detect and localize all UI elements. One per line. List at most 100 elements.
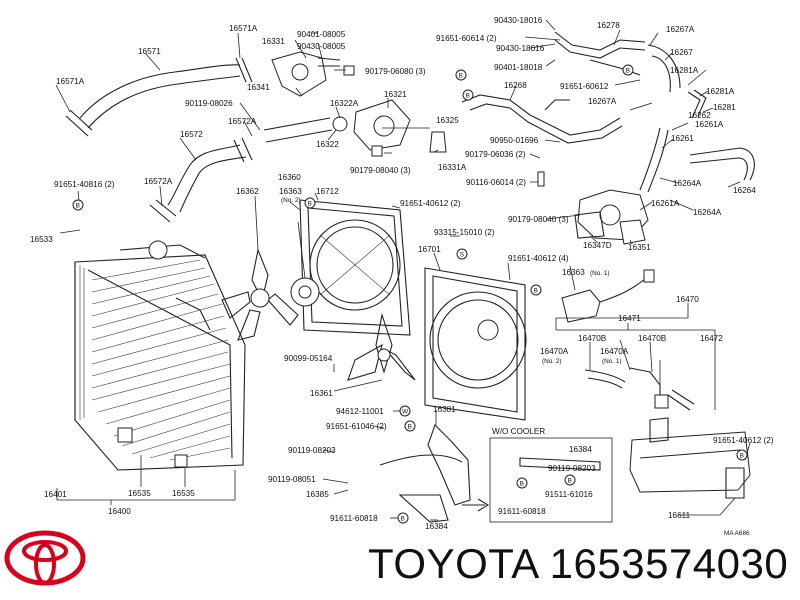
- svg-text:B: B: [466, 93, 470, 100]
- marker-b-16712: B: [304, 197, 316, 209]
- label-90179-08040-b: 90179-08040 (3): [508, 215, 569, 224]
- label-16384-box: 16384: [569, 445, 592, 454]
- label-16281: 16281: [713, 103, 736, 112]
- bolt-90179-08040: [371, 145, 383, 157]
- svg-text:B: B: [520, 481, 524, 488]
- label-16470B-b: 16470B: [638, 334, 667, 343]
- label-90119-08051: 90119-08051: [268, 475, 316, 484]
- label-16351: 16351: [628, 243, 651, 252]
- label-16470A-b-sub: (No. 1): [602, 358, 622, 365]
- water-outlet-16331: [271, 51, 355, 97]
- label-16363-no2: 16363: [279, 187, 302, 196]
- marker-b-16363: B: [530, 284, 542, 296]
- label-91511-61016: 91511-61016: [545, 490, 593, 499]
- label-ma-code: MA A686: [724, 530, 750, 537]
- label-16363-no1: 16363: [562, 268, 585, 277]
- direction-arrow: [462, 498, 490, 512]
- water-pump-16351: [577, 189, 649, 245]
- label-16261: 16261: [671, 134, 694, 143]
- svg-text:B: B: [534, 288, 538, 295]
- label-16281A-a: 16281A: [670, 66, 699, 75]
- radiator-16400: [74, 240, 246, 471]
- label-16571A: 16571A: [229, 24, 258, 33]
- label-16385: 16385: [306, 490, 329, 499]
- label-16347D: 16347D: [583, 241, 612, 250]
- fan-shroud-16712: [299, 199, 411, 336]
- label-91651-40612-b: 91651-40612 (4): [508, 254, 569, 263]
- label-16401: 16401: [44, 490, 67, 499]
- label-90430-18016-a: 90430-18016: [494, 16, 543, 25]
- label-90430-18016-b: 90430-18016: [496, 44, 545, 53]
- label-16321: 16321: [384, 90, 407, 99]
- label-16264A-b: 16264A: [693, 208, 722, 217]
- bracket-16384: [398, 494, 449, 523]
- svg-text:B: B: [459, 73, 463, 80]
- label-16470B-a: 16470B: [578, 334, 607, 343]
- label-16264: 16264: [733, 186, 756, 195]
- hose-16470A-16470B: [584, 367, 695, 411]
- fan-16362: [221, 248, 299, 341]
- label-16470A-a: 16470A: [540, 347, 569, 356]
- label-wo-cooler: W/O COOLER: [492, 427, 545, 436]
- svg-text:B: B: [76, 203, 80, 210]
- label-16470: 16470: [676, 295, 699, 304]
- heater-pipe-16278: [554, 31, 646, 76]
- label-16470A-a-sub: (No. 2): [542, 358, 562, 365]
- label-16325: 16325: [436, 116, 459, 125]
- marker-b-box-2: B: [564, 474, 576, 486]
- hose-16267: [647, 44, 681, 93]
- hose-16571: [65, 57, 253, 137]
- label-16267: 16267: [670, 48, 693, 57]
- water-inlet-16322: [263, 99, 447, 153]
- label-16572A-b: 16572A: [144, 177, 173, 186]
- gasket-16347D: [574, 211, 605, 239]
- svg-text:B: B: [401, 516, 405, 523]
- label-90099-05164: 90099-05164: [284, 354, 333, 363]
- label-16470A-b: 16470A: [600, 347, 629, 356]
- label-16381: 16381: [433, 405, 456, 414]
- label-91651-40816: 91651-40816 (2): [54, 180, 115, 189]
- label-16264A-a: 16264A: [673, 179, 702, 188]
- part-number: 1653574030: [549, 540, 789, 587]
- label-16322A: 16322A: [330, 99, 359, 108]
- label-91651-40612-c: 91651-40612 (2): [713, 436, 774, 445]
- reservoir-tank-16470: [629, 417, 751, 499]
- label-90401-18018: 90401-18018: [494, 63, 543, 72]
- label-16712: 16712: [316, 187, 339, 196]
- label-93315-15010: 93315-15010 (2): [434, 228, 495, 237]
- bracket-16381: [379, 423, 471, 506]
- label-16571A-left: 16571A: [56, 77, 85, 86]
- marker-b-16331: B: [455, 69, 467, 81]
- label-90430-08005: 90430-08005: [297, 42, 346, 51]
- wo-cooler-box: [489, 437, 613, 523]
- svg-text:B: B: [568, 478, 572, 485]
- label-16611: 16611: [668, 511, 691, 520]
- label-16331A: 16331A: [438, 163, 467, 172]
- label-90401-08005: 90401-08005: [297, 30, 346, 39]
- label-16362: 16362: [236, 187, 259, 196]
- label-16572: 16572: [180, 130, 203, 139]
- label-90119-08203: 90119-08203: [288, 446, 336, 455]
- label-90950-01696: 90950-01696: [490, 136, 539, 145]
- label-16363-no2-sub: (No. 2): [281, 197, 301, 204]
- marker-w-94612: W: [399, 405, 411, 417]
- label-16535-b: 16535: [172, 489, 195, 498]
- part-labels: 16571A 90401-08005 16331 90430-08005 165…: [30, 16, 774, 537]
- marker-b-16611: B: [736, 449, 748, 461]
- fan-motor-16363-no2: [290, 277, 320, 307]
- hose-16264: [689, 147, 755, 181]
- brand-part-number: TOYOTA 1653574030: [368, 540, 788, 588]
- label-16363-no1-sub: (No. 1): [590, 270, 610, 277]
- marker-b-16533: B: [72, 199, 84, 211]
- toyota-logo: [4, 530, 86, 586]
- marker-b-91651-61046: B: [404, 420, 416, 432]
- label-16400: 16400: [108, 507, 131, 516]
- label-16261A-b: 16261A: [651, 199, 680, 208]
- svg-text:B: B: [308, 201, 312, 208]
- marker-b-box-1: B: [516, 477, 528, 489]
- label-16262: 16262: [688, 111, 711, 120]
- hose-16281: [687, 89, 707, 119]
- label-90119-08203-box: 90119-08203: [548, 464, 596, 473]
- label-16384: 16384: [425, 522, 448, 531]
